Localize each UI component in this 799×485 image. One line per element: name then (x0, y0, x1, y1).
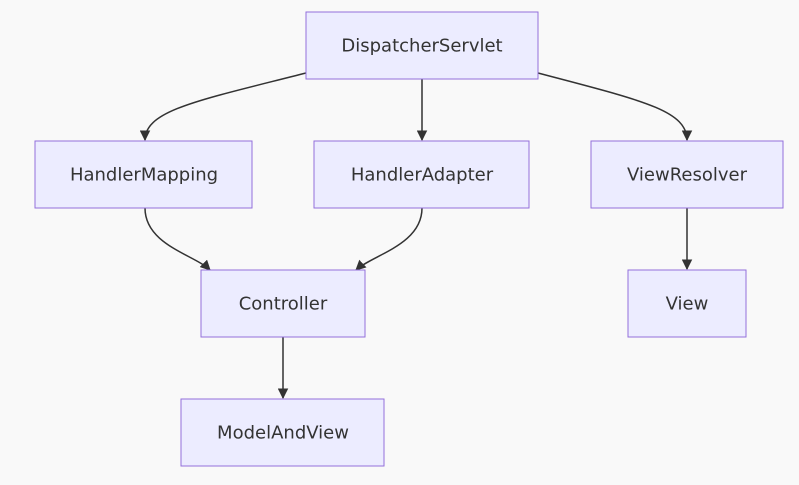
node-label-modelandview: ModelAndView (217, 423, 349, 444)
node-handleradapter: HandlerAdapter (313, 140, 530, 209)
node-label-viewresolver: ViewResolver (627, 165, 748, 186)
node-box (34, 140, 253, 209)
node-label-handleradapter: HandlerAdapter (351, 165, 494, 186)
node-box (627, 269, 747, 338)
node-dispatcherservlet: DispatcherServlet (305, 11, 539, 80)
node-box (180, 398, 385, 467)
node-viewresolver: ViewResolver (590, 140, 784, 209)
node-handlermapping: HandlerMapping (34, 140, 253, 209)
node-modelandview: ModelAndView (180, 398, 385, 467)
edge-handlermapping-to-controller (144, 207, 211, 271)
node-label-controller: Controller (239, 294, 328, 315)
node-box (305, 11, 539, 80)
node-label-handlermapping: HandlerMapping (70, 165, 218, 186)
node-box (590, 140, 784, 209)
node-box (313, 140, 530, 209)
node-controller: Controller (200, 269, 366, 338)
edge-dispatcher-to-viewresolver (537, 72, 693, 142)
node-label-view: View (666, 294, 709, 315)
node-box (200, 269, 366, 338)
edge-handleradapter-to-controller (355, 207, 423, 271)
edge-dispatcher-to-handlermapping (139, 72, 307, 142)
edges (139, 72, 693, 400)
node-label-dispatcherservlet: DispatcherServlet (341, 36, 502, 57)
node-view: View (627, 269, 747, 338)
